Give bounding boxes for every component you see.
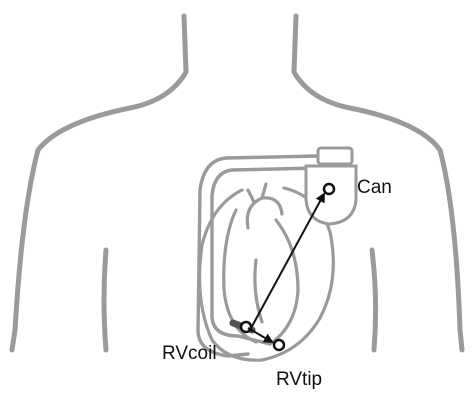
neck-inner-line: [184, 16, 296, 21]
rv-coil: [233, 322, 252, 332]
torso-left-outline: [12, 16, 186, 350]
heart-chamber-right: [270, 220, 298, 344]
lead-wires: [198, 156, 318, 356]
right-arm-line: [372, 250, 376, 350]
vector-arrow-to-can: [250, 194, 324, 330]
can-label: Can: [357, 178, 392, 197]
can-header: [318, 148, 352, 164]
can-electrode-point: [324, 184, 334, 194]
rvcoil-label: RVcoil: [162, 344, 217, 363]
torso-outline: [12, 16, 462, 350]
rvcoil-electrode-point: [241, 322, 251, 332]
shock-vectors: [248, 194, 324, 342]
rvtip-electrode-point: [274, 340, 284, 350]
rvtip-label: RVtip: [276, 370, 322, 389]
left-arm-line: [104, 250, 106, 350]
